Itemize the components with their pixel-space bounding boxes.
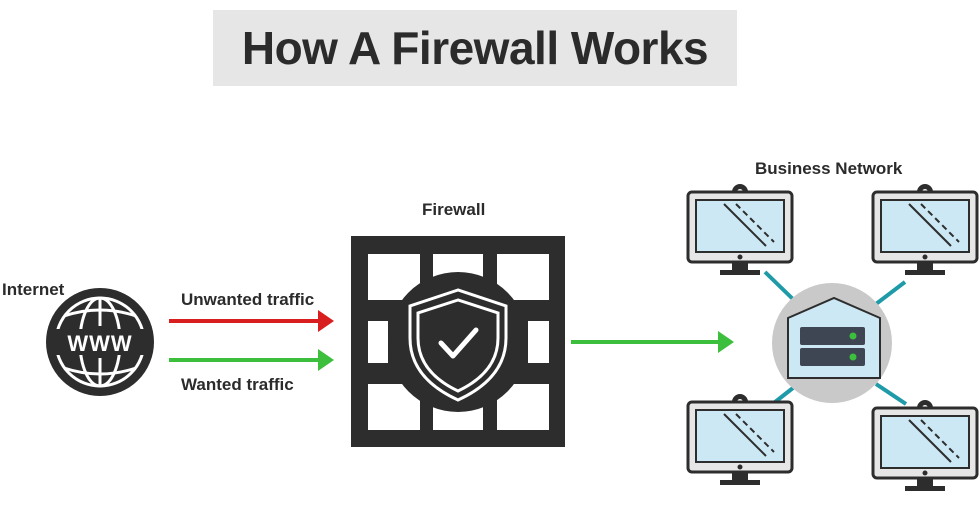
wanted-traffic-label: Wanted traffic: [181, 375, 294, 394]
page-title: How A Firewall Works: [241, 22, 709, 74]
allowed-traffic-arrow: [571, 331, 734, 353]
computer-icon: [871, 398, 979, 493]
shield-check-icon: [408, 288, 508, 402]
unwanted-traffic-label: Unwanted traffic: [181, 290, 315, 309]
globe-icon: WWW: [46, 288, 154, 396]
server-icon: [772, 283, 892, 403]
firewall-icon: [351, 236, 565, 447]
computer-icon: [686, 392, 794, 487]
computer-icon: [871, 182, 979, 277]
wanted-traffic-arrow: [169, 349, 334, 371]
business-network-label: Business Network: [755, 159, 903, 178]
unwanted-traffic-arrow: [169, 310, 334, 332]
internet-label: Internet: [2, 280, 65, 299]
title-box: How A Firewall Works: [213, 10, 737, 86]
computer-icon: [686, 182, 794, 277]
firewall-label: Firewall: [422, 200, 486, 219]
globe-www-text: WWW: [67, 331, 132, 356]
